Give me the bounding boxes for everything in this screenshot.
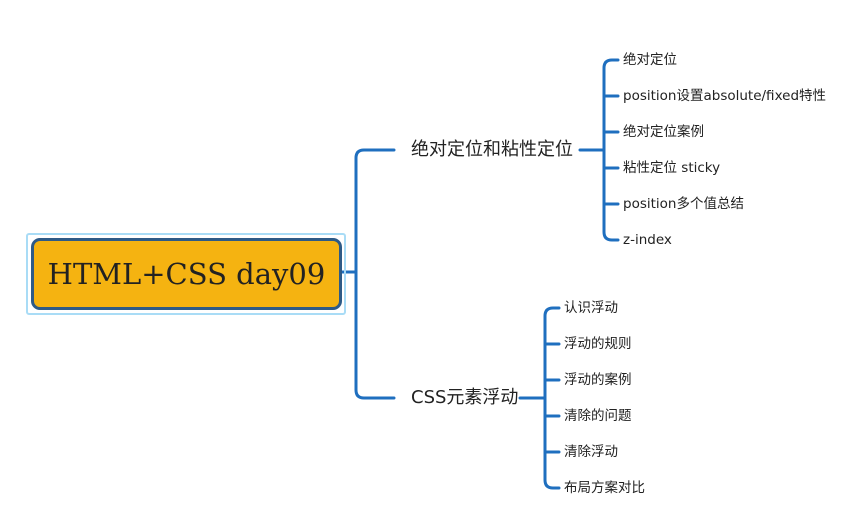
leaf-node[interactable]: 粘性定位 sticky <box>623 160 721 176</box>
leaf-node[interactable]: position多个值总结 <box>623 196 744 212</box>
connector-root-branch-2 <box>340 270 396 400</box>
leaf-node[interactable]: 浮动的规则 <box>564 336 632 352</box>
leaf-node[interactable]: 绝对定位 <box>623 52 677 68</box>
root-node-selection-outline <box>26 233 346 315</box>
leaf-node[interactable]: 布局方案对比 <box>564 480 645 496</box>
leaf-node[interactable]: 浮动的案例 <box>564 372 632 388</box>
root-node[interactable]: HTML+CSS day09 <box>31 238 342 310</box>
root-node-label: HTML+CSS day09 <box>47 257 326 291</box>
leaf-node[interactable]: position设置absolute/fixed特性 <box>623 88 827 104</box>
leaf-node[interactable]: 绝对定位案例 <box>623 124 704 140</box>
leaf-node[interactable]: z-index <box>623 232 672 248</box>
leaf-node[interactable]: 清除的问题 <box>564 408 632 424</box>
branch-node-css-float[interactable]: CSS元素浮动 <box>411 387 519 408</box>
connector-root-branch-1 <box>340 148 396 274</box>
connector-branch-2-spine <box>543 306 561 490</box>
leaf-node[interactable]: 认识浮动 <box>564 300 618 316</box>
branch-node-absolute-sticky[interactable]: 绝对定位和粘性定位 <box>411 139 573 160</box>
connector-branch-1-spine <box>602 58 620 242</box>
leaf-node[interactable]: 清除浮动 <box>564 444 618 460</box>
